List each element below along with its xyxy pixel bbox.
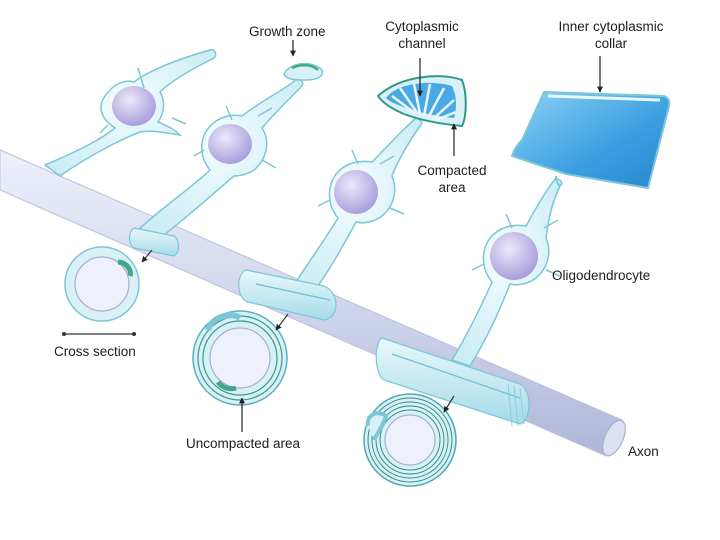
label-compacted-line1: Compacted <box>417 163 486 178</box>
label-oligodendrocyte: Oligodendrocyte <box>552 268 650 283</box>
oligodendrocyte-growth-zone <box>128 62 324 257</box>
cross-section-2 <box>192 310 288 406</box>
label-cytoplasmic-channel-line2: channel <box>398 36 445 51</box>
initial-wrap <box>128 227 180 257</box>
label-axon: Axon <box>628 444 659 459</box>
label-pointers <box>239 40 603 432</box>
label-inner-collar-line1: Inner cytoplasmic <box>558 19 663 34</box>
nucleus <box>490 232 538 280</box>
label-cytoplasmic-channel-line1: Cytoplasmic <box>385 19 459 34</box>
label-inner-collar-line2: collar <box>595 36 628 51</box>
cross-section-1 <box>64 246 140 322</box>
compact-wrap <box>375 337 530 425</box>
label-cross-section: Cross section <box>54 344 136 359</box>
label-compacted-line2: area <box>438 180 466 195</box>
label-uncompacted-area: Uncompacted area <box>186 436 301 451</box>
immature-oligodendrocyte <box>43 48 217 177</box>
nucleus <box>334 170 378 214</box>
cross-section-3 <box>363 393 457 487</box>
oligodendrocyte-mature <box>375 90 671 427</box>
nucleus <box>208 124 252 164</box>
nucleus <box>112 86 156 126</box>
label-growth-zone: Growth zone <box>249 24 326 39</box>
oligodendrocyte-compacting <box>238 75 467 321</box>
section-pointers <box>141 249 455 413</box>
partial-wrap <box>238 269 337 321</box>
cross-section-scale <box>62 332 136 336</box>
myelin-sheet <box>510 90 671 190</box>
